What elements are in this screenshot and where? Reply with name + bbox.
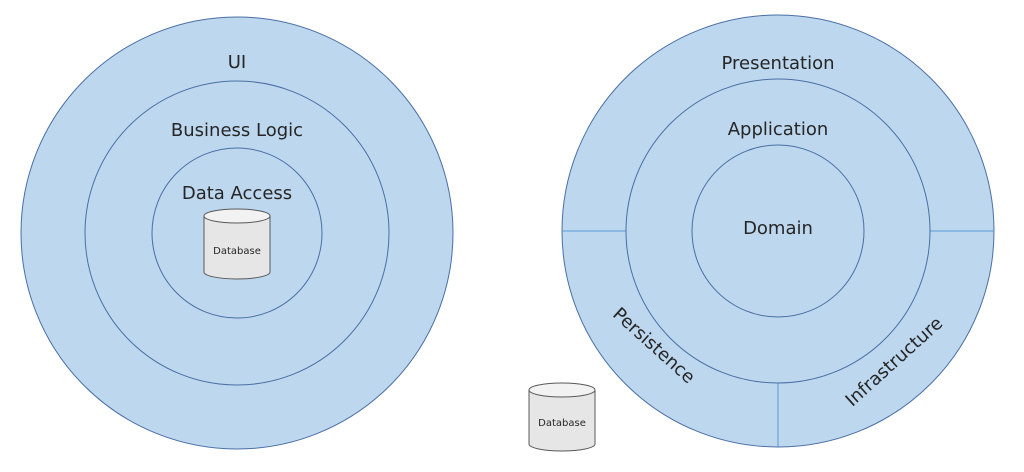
presentation-label: Presentation <box>721 53 834 74</box>
standalone-database-label: Database <box>538 418 586 429</box>
application-label: Application <box>728 119 829 140</box>
standalone-database-icon: Database <box>528 382 596 452</box>
data-access-label: Data Access <box>182 183 292 204</box>
ui-label: UI <box>228 52 246 73</box>
domain-ring <box>691 144 865 318</box>
business-logic-label: Business Logic <box>171 120 303 141</box>
domain-label: Domain <box>743 218 813 239</box>
right-onion-diagram: Presentation Application Domain Persiste… <box>561 14 995 448</box>
database-icon: Database <box>203 208 271 280</box>
database-label: Database <box>213 246 261 257</box>
left-layered-diagram: UI Business Logic Data Access Database <box>20 16 454 450</box>
